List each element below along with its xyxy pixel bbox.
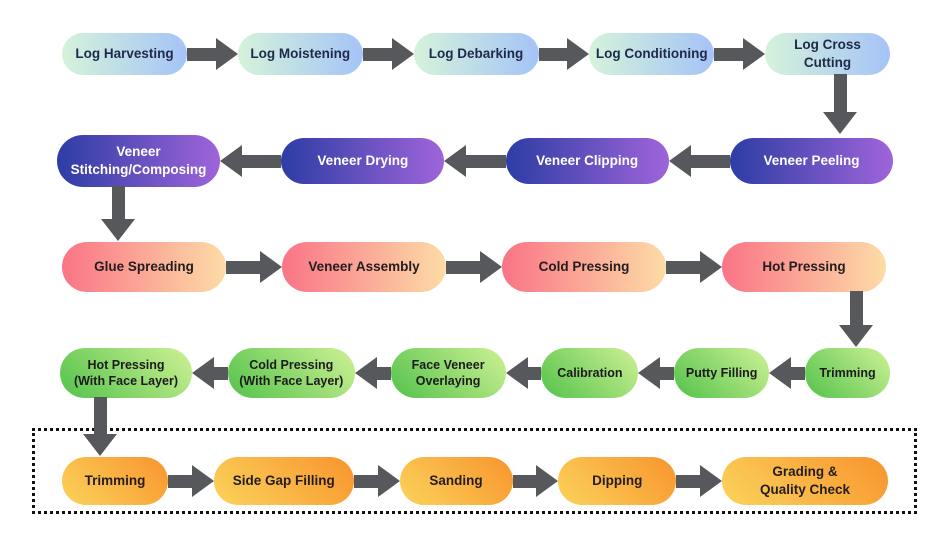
step-face-veneer-overlaying: Face Veneer Overlaying	[390, 348, 506, 398]
step-side-gap-filling: Side Gap Filling	[213, 457, 354, 505]
step-grading-quality-check: Grading & Quality Check	[722, 457, 888, 505]
step-veneer-peeling: Veneer Peeling	[729, 138, 893, 184]
arrow-right-icon	[714, 33, 765, 75]
arrow-down-icon	[839, 291, 873, 347]
step-hot-pressing: Hot Pressing	[722, 242, 886, 292]
arrow-left-icon	[354, 348, 391, 398]
step-log-harvesting: Log Harvesting	[62, 33, 187, 75]
arrow-left-icon	[505, 348, 542, 398]
step-glue-spreading: Glue Spreading	[62, 242, 226, 292]
stage-row-veneer-processing: Veneer Stitching/Composing Veneer Drying…	[57, 135, 893, 187]
step-veneer-drying: Veneer Drying	[281, 138, 445, 184]
arrow-right-icon	[187, 33, 238, 75]
stage-row-finishing: Trimming Side Gap Filling Sanding Dippin…	[62, 457, 888, 505]
step-veneer-clipping: Veneer Clipping	[505, 138, 669, 184]
arrow-down-icon	[823, 74, 857, 134]
arrow-left-icon	[220, 135, 282, 187]
step-log-debarking: Log Debarking	[413, 33, 539, 75]
arrow-down-icon	[83, 397, 117, 456]
stage-row-log-preparation: Log Harvesting Log Moistening Log Debark…	[62, 33, 890, 75]
arrow-right-icon	[676, 457, 722, 505]
step-veneer-stitching-composing: Veneer Stitching/Composing	[57, 135, 220, 187]
finishing-stage-boundary	[32, 428, 917, 514]
arrow-down-icon	[101, 186, 135, 241]
step-calibration: Calibration	[541, 348, 639, 398]
step-cold-pressing-face-layer: Cold Pressing (With Face Layer)	[227, 348, 355, 398]
step-veneer-assembly: Veneer Assembly	[282, 242, 446, 292]
step-trimming-1: Trimming	[804, 348, 890, 398]
stage-row-face-layer: Hot Pressing (With Face Layer) Cold Pres…	[60, 348, 890, 398]
step-sanding: Sanding	[399, 457, 513, 505]
arrow-left-icon	[769, 348, 805, 398]
stage-row-gluing-pressing: Glue Spreading Veneer Assembly Cold Pres…	[62, 242, 886, 292]
step-hot-pressing-face-layer: Hot Pressing (With Face Layer)	[60, 348, 192, 398]
step-cold-pressing: Cold Pressing	[502, 242, 666, 292]
arrow-left-icon	[192, 348, 228, 398]
step-log-moistening: Log Moistening	[237, 33, 363, 75]
arrow-right-icon	[353, 457, 400, 505]
arrow-right-icon	[362, 33, 414, 75]
step-log-cross-cutting: Log Cross Cutting	[765, 33, 890, 75]
step-trimming-2: Trimming	[62, 457, 168, 505]
step-log-conditioning: Log Conditioning	[589, 33, 715, 75]
step-dipping: Dipping	[558, 457, 677, 505]
arrow-right-icon	[538, 33, 590, 75]
arrow-left-icon	[668, 135, 730, 187]
arrow-left-icon	[444, 135, 506, 187]
step-putty-filling: Putty Filling	[674, 348, 770, 398]
arrow-right-icon	[168, 457, 214, 505]
arrow-left-icon	[638, 348, 675, 398]
arrow-right-icon	[666, 242, 722, 292]
arrow-right-icon	[446, 242, 502, 292]
arrow-right-icon	[226, 242, 282, 292]
arrow-right-icon	[512, 457, 559, 505]
